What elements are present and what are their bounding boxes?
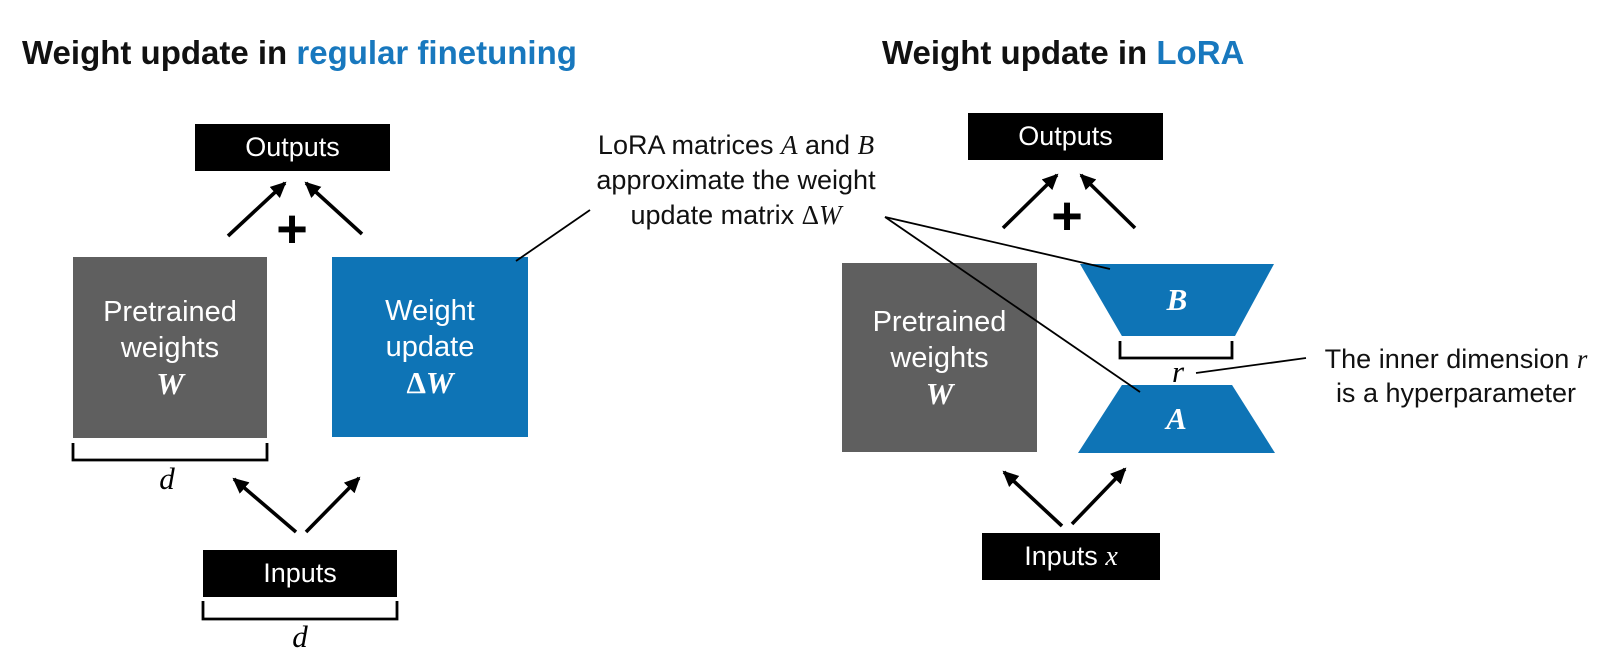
left-outputs-label: Outputs: [245, 132, 340, 162]
matrix-a-label: A: [1166, 401, 1187, 436]
right-inputs-text: Inputs: [1024, 540, 1106, 571]
left-arrow-inputs-to-weights: [232, 477, 298, 534]
inner-dimension-annotation: The inner dimension r is a hyperparamete…: [1310, 342, 1600, 410]
left-update-line1: Weight: [385, 294, 475, 327]
left-inputs-label: Inputs: [263, 558, 337, 588]
annotation-line-to-rank-r: [1195, 357, 1307, 374]
left-inputs-dim-label: d: [292, 619, 308, 654]
right-pretrained-line1: Pretrained: [872, 305, 1007, 338]
left-pretrained-line2: weights: [120, 331, 220, 364]
inner-dim-line1-prefix: The inner dimension: [1324, 344, 1577, 374]
left-pretrained-math-w: W: [156, 365, 184, 401]
right-pretrained-weights-box: Pretrained weights W: [842, 263, 1037, 452]
right-title: Weight update in LoRA: [882, 34, 1244, 72]
lora-annotation-line1: LoRA matrices A and B: [560, 128, 912, 163]
lora-annotation-line3-prefix: update matrix: [630, 200, 802, 230]
left-pretrained-line1: Pretrained: [103, 295, 237, 328]
inner-dim-line2: is a hyperparameter: [1335, 378, 1577, 408]
w-symbol: W: [818, 200, 842, 230]
lora-matrix-b-trapezoid: B: [1080, 264, 1274, 336]
right-arrow-inputs-to-a: [1070, 467, 1127, 526]
lora-annotation-line1-prefix: LoRA matrices: [597, 130, 781, 160]
w-symbol: W: [425, 364, 454, 400]
rank-r-label: r: [1171, 354, 1185, 389]
right-pretrained-math-w: W: [925, 375, 954, 411]
left-title: Weight update in regular finetuning: [22, 34, 577, 72]
right-outputs-label: Outputs: [1018, 121, 1113, 151]
lora-annotation-line3: update matrix ΔW: [560, 198, 912, 233]
left-title-prefix: Weight update in: [22, 34, 297, 71]
right-title-prefix: Weight update in: [882, 34, 1157, 71]
b-symbol: B: [857, 130, 875, 160]
left-pretrained-weights-box: Pretrained weights W: [73, 257, 267, 438]
lora-annotation-line2: approximate the weight: [596, 165, 876, 195]
left-plus-sign: +: [276, 199, 308, 259]
left-update-math: ΔW: [406, 365, 453, 402]
right-inputs-box: Inputs x: [982, 533, 1160, 580]
delta-symbol: Δ: [801, 200, 819, 230]
right-pretrained-line2: weights: [890, 341, 989, 374]
a-symbol: A: [781, 130, 798, 160]
left-weights-dim-label: d: [159, 461, 175, 496]
right-title-highlight: LoRA: [1156, 34, 1245, 71]
delta-symbol: Δ: [406, 364, 426, 400]
right-arrow-inputs-to-weights: [1002, 470, 1064, 528]
r-symbol: r: [1576, 344, 1588, 374]
left-weight-update-box: Weight update ΔW: [332, 257, 528, 437]
left-arrow-inputs-to-update: [304, 476, 361, 534]
left-weights-dim-bracket: [71, 443, 269, 462]
lora-matrices-annotation: LoRA matrices A and B approximate the we…: [560, 128, 912, 233]
left-title-highlight: regular finetuning: [296, 34, 577, 71]
left-inputs-box: Inputs: [203, 550, 397, 597]
lora-matrix-a-trapezoid: A: [1078, 385, 1275, 453]
left-inputs-dim-bracket: [201, 601, 399, 621]
inner-dim-line1: The inner dimension r: [1310, 342, 1600, 376]
matrix-b-label: B: [1166, 282, 1188, 317]
right-outputs-box: Outputs: [968, 113, 1163, 160]
left-outputs-box: Outputs: [195, 124, 390, 171]
lora-annotation-line1-and: and: [797, 130, 858, 160]
left-update-line2: update: [385, 330, 475, 363]
right-plus-sign: +: [1051, 186, 1083, 246]
right-inputs-label: Inputs x: [1024, 541, 1118, 573]
x-symbol: x: [1105, 540, 1118, 572]
